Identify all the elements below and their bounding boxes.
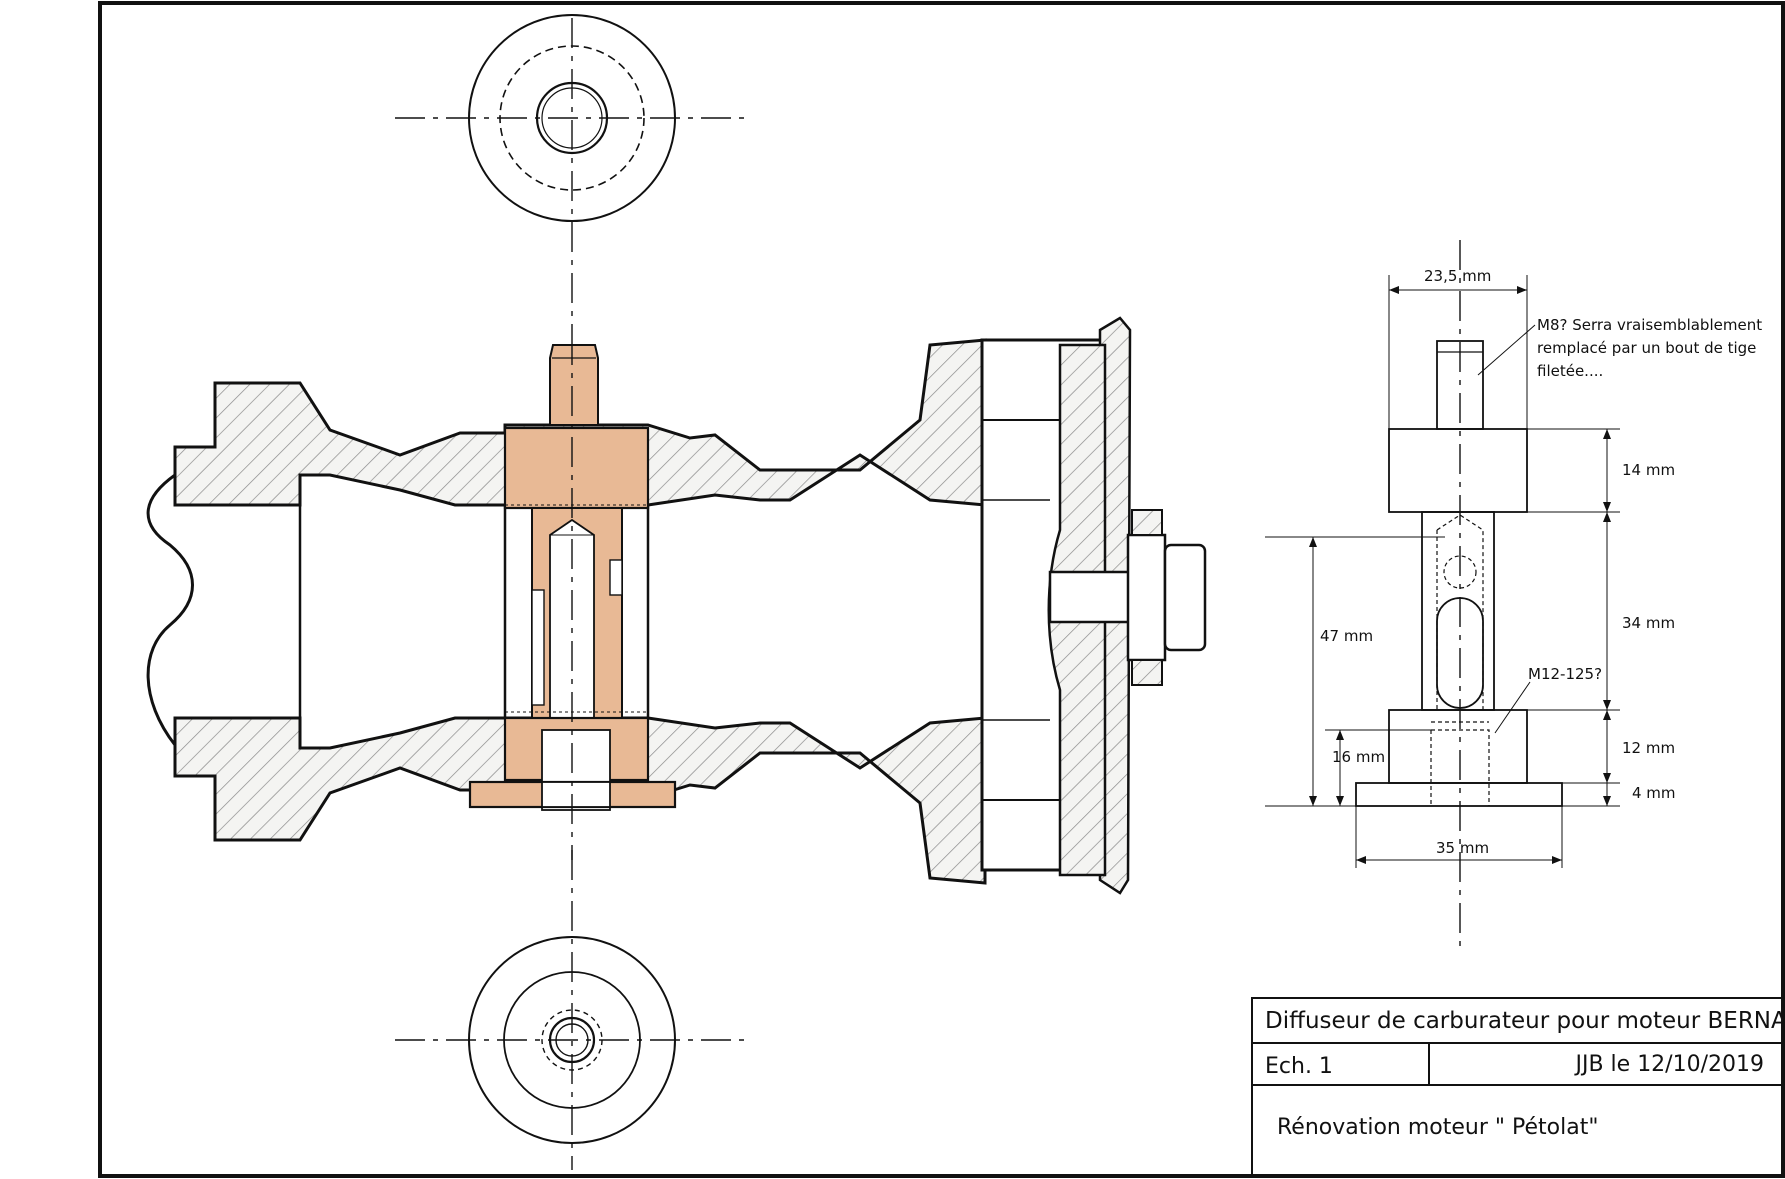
note-thread-top-2: remplacé par un bout de tige bbox=[1537, 339, 1756, 357]
drawing-frame bbox=[98, 1, 1785, 1178]
title-block-title: Diffuseur de carburateur pour moteur BER… bbox=[1265, 1008, 1785, 1034]
dim-head-height: 14 mm bbox=[1622, 461, 1675, 479]
dim-top-width: 23,5 mm bbox=[1424, 267, 1491, 285]
note-thread-bottom: M12-125? bbox=[1528, 665, 1602, 683]
note-thread-top-3: filetée.... bbox=[1537, 362, 1603, 380]
dim-counterbore-height: 16 mm bbox=[1332, 748, 1385, 766]
dim-flange-height: 4 mm bbox=[1632, 784, 1676, 802]
dim-body-height: 34 mm bbox=[1622, 614, 1675, 632]
diffuser-insert bbox=[468, 344, 677, 811]
dim-base-width: 35 mm bbox=[1436, 839, 1489, 857]
bottom-view bbox=[395, 850, 748, 1170]
dim-bore-height: 47 mm bbox=[1320, 627, 1373, 645]
part-detail-view bbox=[1265, 240, 1620, 950]
note-thread-top-1: M8? Serra vraisemblablement bbox=[1537, 316, 1762, 334]
title-block-project: Rénovation moteur " Pétolat" bbox=[1277, 1115, 1598, 1140]
title-block bbox=[1251, 997, 1784, 1177]
title-block-scale: Ech. 1 bbox=[1265, 1054, 1333, 1079]
top-view bbox=[395, 14, 748, 335]
title-block-author-date: JJB le 12/10/2019 bbox=[1573, 1052, 1764, 1077]
carburetor-section bbox=[146, 316, 1207, 895]
dim-collar-height: 12 mm bbox=[1622, 739, 1675, 757]
